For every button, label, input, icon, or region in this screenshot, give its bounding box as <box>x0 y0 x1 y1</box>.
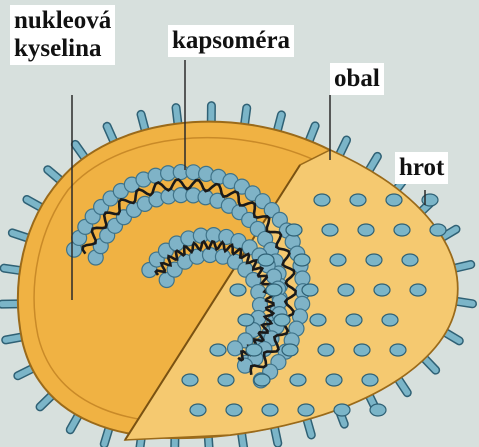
surface-knob <box>238 314 254 326</box>
surface-knob <box>382 314 398 326</box>
spike-fill <box>277 115 281 130</box>
surface-knob <box>362 374 378 386</box>
label-capsomere: kapsoméra <box>168 25 294 57</box>
surface-knob <box>326 374 342 386</box>
surface-knob <box>258 254 274 266</box>
surface-knob <box>298 404 314 416</box>
surface-knob <box>230 284 246 296</box>
surface-knob <box>302 284 318 296</box>
surface-knob <box>334 404 350 416</box>
spike-fill <box>245 108 247 124</box>
surface-knob <box>290 374 306 386</box>
spike-fill <box>455 265 471 269</box>
spike-fill <box>457 301 473 303</box>
surface-knob <box>246 344 262 356</box>
surface-knob <box>226 404 242 416</box>
spike-fill <box>242 433 244 447</box>
surface-knob <box>274 314 290 326</box>
spike-fill <box>274 428 277 444</box>
spike-fill <box>4 268 20 270</box>
label-nucleic-acid-line2: kyselina <box>14 35 111 63</box>
surface-knob <box>210 344 226 356</box>
surface-knob <box>330 254 346 266</box>
surface-knob <box>254 374 270 386</box>
spike-fill <box>176 108 178 124</box>
spike-fill <box>208 437 209 447</box>
surface-knob <box>262 404 278 416</box>
surface-knob <box>322 224 338 236</box>
surface-knob <box>410 284 426 296</box>
label-envelope: obal <box>330 63 384 95</box>
capsomere <box>228 341 243 356</box>
surface-knob <box>294 254 310 266</box>
surface-knob <box>266 284 282 296</box>
spike-fill <box>6 337 22 340</box>
surface-knob <box>402 254 418 266</box>
surface-knob <box>182 374 198 386</box>
surface-knob <box>374 284 390 296</box>
spike-fill <box>307 420 311 435</box>
surface-knob <box>286 224 302 236</box>
surface-knob <box>370 404 386 416</box>
spike-fill <box>141 114 145 129</box>
label-nucleic-acid-line1: nukleová <box>14 7 111 35</box>
surface-knob <box>346 314 362 326</box>
surface-knob <box>282 344 298 356</box>
surface-knob <box>338 284 354 296</box>
surface-knob <box>350 194 366 206</box>
surface-knob <box>354 344 370 356</box>
surface-knob <box>386 194 402 206</box>
surface-knob <box>190 404 206 416</box>
label-nucleic-acid: nukleová kyselina <box>10 5 115 65</box>
surface-knob <box>218 374 234 386</box>
surface-knob <box>358 224 374 236</box>
surface-knob <box>314 194 330 206</box>
surface-knob <box>318 344 334 356</box>
surface-knob <box>366 254 382 266</box>
surface-knob <box>390 344 406 356</box>
surface-knob <box>394 224 410 236</box>
surface-knob <box>430 224 446 236</box>
surface-knob <box>310 314 326 326</box>
label-spike: hrot <box>395 152 448 184</box>
